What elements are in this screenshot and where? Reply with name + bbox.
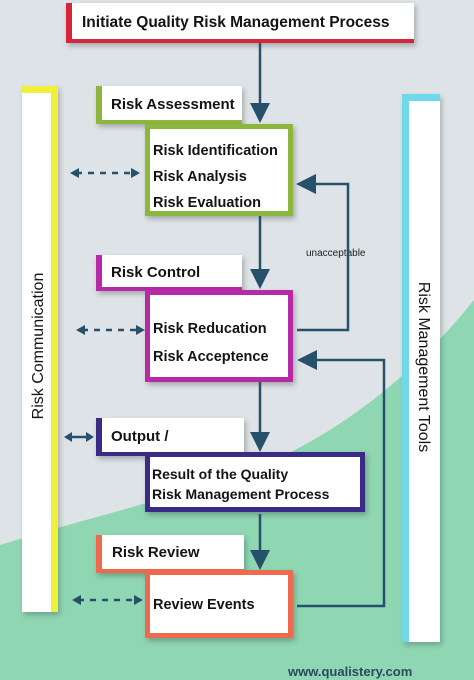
risk-evaluation-text: Risk Evaluation [153,195,261,211]
risk-reducation-text: Risk Reducation [153,321,267,337]
risk-identification-text: Risk Identification [153,143,278,159]
output-header-text: Output / [111,428,169,445]
unacceptable-label: unacceptable [306,248,366,259]
comm-arrowhead-output-left [64,432,72,442]
risk-management-tools-bar [402,94,440,642]
risk-control-header-text: Risk Control [111,264,201,281]
risk-management-process-text: Risk Management Process [152,486,330,502]
comm-arrowhead-review-right [134,595,143,605]
footer-url: www.qualistery.com [288,664,413,679]
review-feedback-arrow [297,350,386,608]
comm-arrowhead-review-left [72,595,81,605]
comm-arrowhead-control-left [76,325,85,335]
risk-assessment-items: Risk Identification Risk Analysis Risk E… [145,124,293,216]
risk-assessment-header: Risk Assessment [96,86,242,124]
risk-acceptence-text: Risk Acceptence [153,349,269,365]
risk-control-items: Risk Reducation Risk Acceptence [145,290,293,382]
risk-review-header-text: Risk Review [112,544,200,561]
risk-review-items: Review Events [145,570,293,638]
comm-arrowhead-output-right [86,432,94,442]
risk-control-header: Risk Control [96,255,242,291]
review-events-text: Review Events [153,597,255,613]
title-box: Initiate Quality Risk Management Process [66,3,414,43]
risk-analysis-text: Risk Analysis [153,169,247,185]
comm-arrowhead-control-right [136,325,145,335]
risk-communication-bar [22,86,58,612]
comm-arrowhead-assessment-right [131,168,140,178]
result-text: Result of the Quality [152,466,289,482]
risk-assessment-header-text: Risk Assessment [111,96,235,113]
output-items: Result of the Quality Risk Management Pr… [145,452,365,512]
comm-arrowhead-assessment-left [70,168,79,178]
unacceptable-loop-arrow [296,174,350,332]
title-text: Initiate Quality Risk Management Process [82,14,390,31]
